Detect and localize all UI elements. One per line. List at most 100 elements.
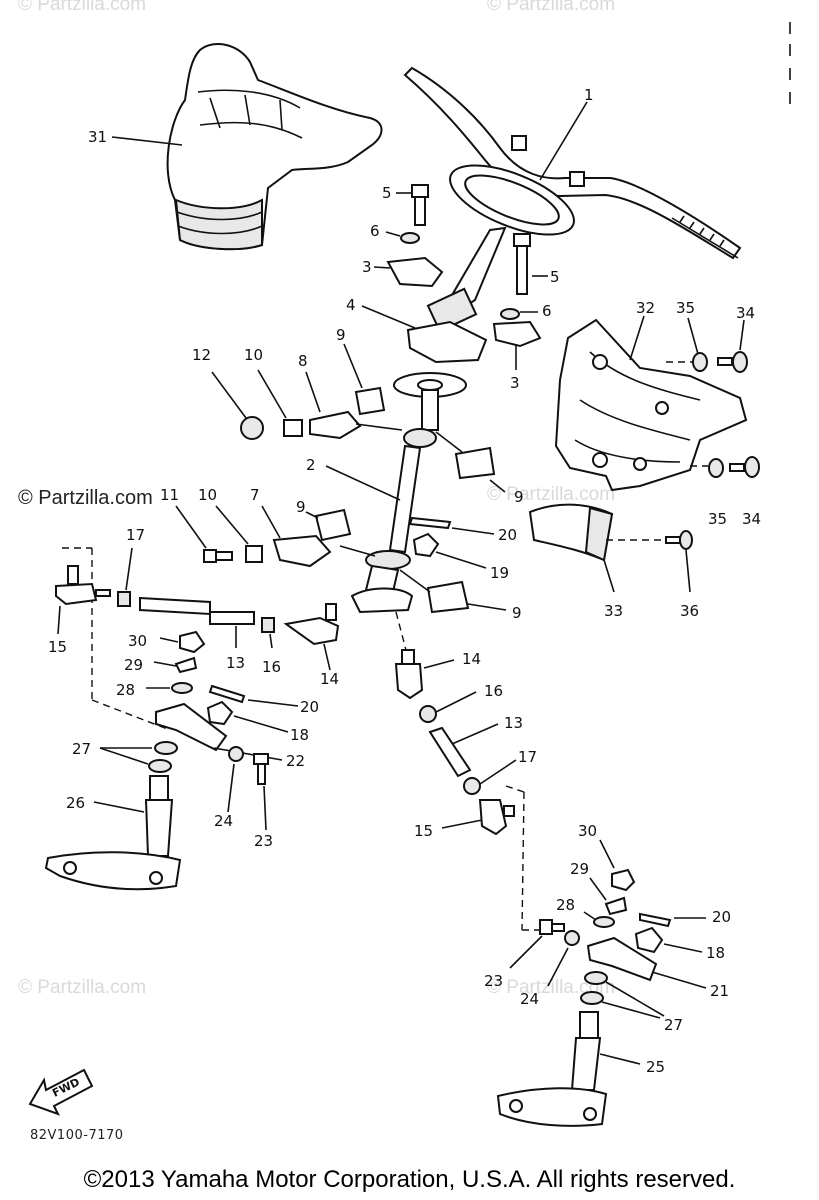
watermark-mid-right: © Partzilla.com: [487, 484, 616, 505]
fwd-arrow: FWD: [28, 1068, 94, 1116]
callout-29b: 29: [570, 860, 589, 878]
callout-17b: 17: [518, 748, 537, 766]
callout-24b: 24: [520, 990, 539, 1008]
part-nut-16a: [261, 617, 275, 633]
callout-27a: 27: [72, 740, 91, 758]
part-knuckle-arm-22: [155, 702, 228, 752]
part-tie-rod-end-15a: [55, 565, 111, 606]
callout-25: 25: [646, 1058, 665, 1076]
part-cap-12: [240, 416, 264, 440]
part-washer-35b: [708, 458, 724, 478]
part-washer-27c: [584, 971, 608, 985]
part-clamp-7: [272, 534, 332, 568]
part-knuckle-arm-21: [586, 936, 658, 982]
callout-2: 2: [306, 456, 316, 474]
part-bolt-11: [203, 549, 233, 563]
part-clamp-8: [309, 410, 362, 440]
callout-23b: 23: [484, 972, 503, 990]
callout-27b: 27: [664, 1016, 683, 1034]
callout-30b: 30: [578, 822, 597, 840]
part-washer-6b: [500, 308, 520, 320]
part-bushing-9d: [426, 580, 470, 614]
callout-3b: 3: [510, 374, 520, 392]
part-pin-20b: [208, 684, 246, 704]
watermark-top-left: © Partzilla.com: [18, 0, 147, 15]
part-clamp-3b: [492, 320, 542, 348]
part-nut-18b: [634, 926, 664, 954]
callout-31: 31: [88, 128, 107, 146]
part-pin-29b: [604, 896, 628, 916]
part-collar-10a: [283, 419, 303, 437]
callout-34a: 34: [736, 304, 755, 322]
callout-29a: 29: [124, 656, 143, 674]
part-nut-19: [412, 532, 440, 558]
callout-12: 12: [192, 346, 211, 364]
part-nut-17a: [117, 591, 131, 607]
part-pin-29a: [174, 656, 198, 674]
callout-3a: 3: [362, 258, 372, 276]
callout-10b: 10: [198, 486, 217, 504]
part-bolt-34b: [729, 456, 760, 478]
part-washer-35a: [692, 352, 708, 372]
part-washer-27a: [154, 741, 178, 755]
callout-15a: 15: [48, 638, 67, 656]
callout-1: 1: [584, 86, 594, 104]
watermark-mid-left: © Partzilla.com: [18, 487, 153, 509]
leader-1: [539, 101, 588, 181]
callout-34b: 34: [742, 510, 761, 528]
part-bolt-5a: [411, 184, 429, 226]
part-spindle-26: [44, 775, 182, 891]
part-steering-column: [350, 372, 467, 614]
part-tie-rod-end-14a: [283, 603, 340, 646]
callout-7: 7: [250, 486, 260, 504]
callout-26: 26: [66, 794, 85, 812]
part-washer-28b: [593, 916, 615, 928]
part-collar-24b: [564, 930, 580, 946]
callout-10a: 10: [244, 346, 263, 364]
part-bolt-34a: [717, 351, 748, 373]
part-bolt-23a: [253, 753, 269, 785]
part-bolt-5b: [513, 233, 531, 295]
part-spindle-25: [496, 1011, 608, 1127]
callout-11: 11: [160, 486, 179, 504]
callout-5b: 5: [550, 268, 560, 286]
watermark-top-right: © Partzilla.com: [487, 0, 616, 15]
callout-13b: 13: [504, 714, 523, 732]
callout-20b: 20: [300, 698, 319, 716]
callout-19: 19: [490, 564, 509, 582]
callout-numbers: 1 31 5 6 3 5 6 3 4 32 35 34 12 10 8 9 2 …: [48, 86, 761, 1076]
callout-21: 21: [710, 982, 729, 1000]
part-bushing-9a: [354, 386, 386, 416]
callout-8: 8: [298, 352, 308, 370]
callout-36: 36: [680, 602, 699, 620]
part-tie-rod-13a: [139, 596, 211, 616]
part-bushing-9c: [314, 508, 352, 542]
part-nut-17b: [463, 777, 481, 795]
part-collar-10b: [245, 545, 263, 563]
part-washer-27b: [148, 759, 172, 773]
part-nut-16b: [419, 705, 437, 723]
callout-6b: 6: [542, 302, 552, 320]
callout-4: 4: [346, 296, 356, 314]
callout-18b: 18: [706, 944, 725, 962]
part-tie-rod-13c: [428, 726, 472, 778]
part-bushing-9b: [454, 446, 496, 480]
callout-9a: 9: [336, 326, 346, 344]
callout-28a: 28: [116, 681, 135, 699]
part-clamp-3a: [386, 256, 444, 288]
callout-18a: 18: [290, 726, 309, 744]
callout-9d: 9: [512, 604, 522, 622]
copyright-notice: ©2013 Yamaha Motor Corporation, U.S.A. A…: [83, 1166, 736, 1193]
callout-33: 33: [604, 602, 623, 620]
callout-23a: 23: [254, 832, 273, 850]
callout-16b: 16: [484, 682, 503, 700]
part-steering-cover: [166, 43, 383, 251]
part-bolt-36: [665, 530, 693, 550]
callout-13a: 13: [226, 654, 245, 672]
callout-32: 32: [636, 299, 655, 317]
callout-14a: 14: [320, 670, 339, 688]
callout-16a: 16: [262, 658, 281, 676]
part-pin-20c: [639, 912, 672, 928]
part-nut-30a: [179, 630, 206, 654]
